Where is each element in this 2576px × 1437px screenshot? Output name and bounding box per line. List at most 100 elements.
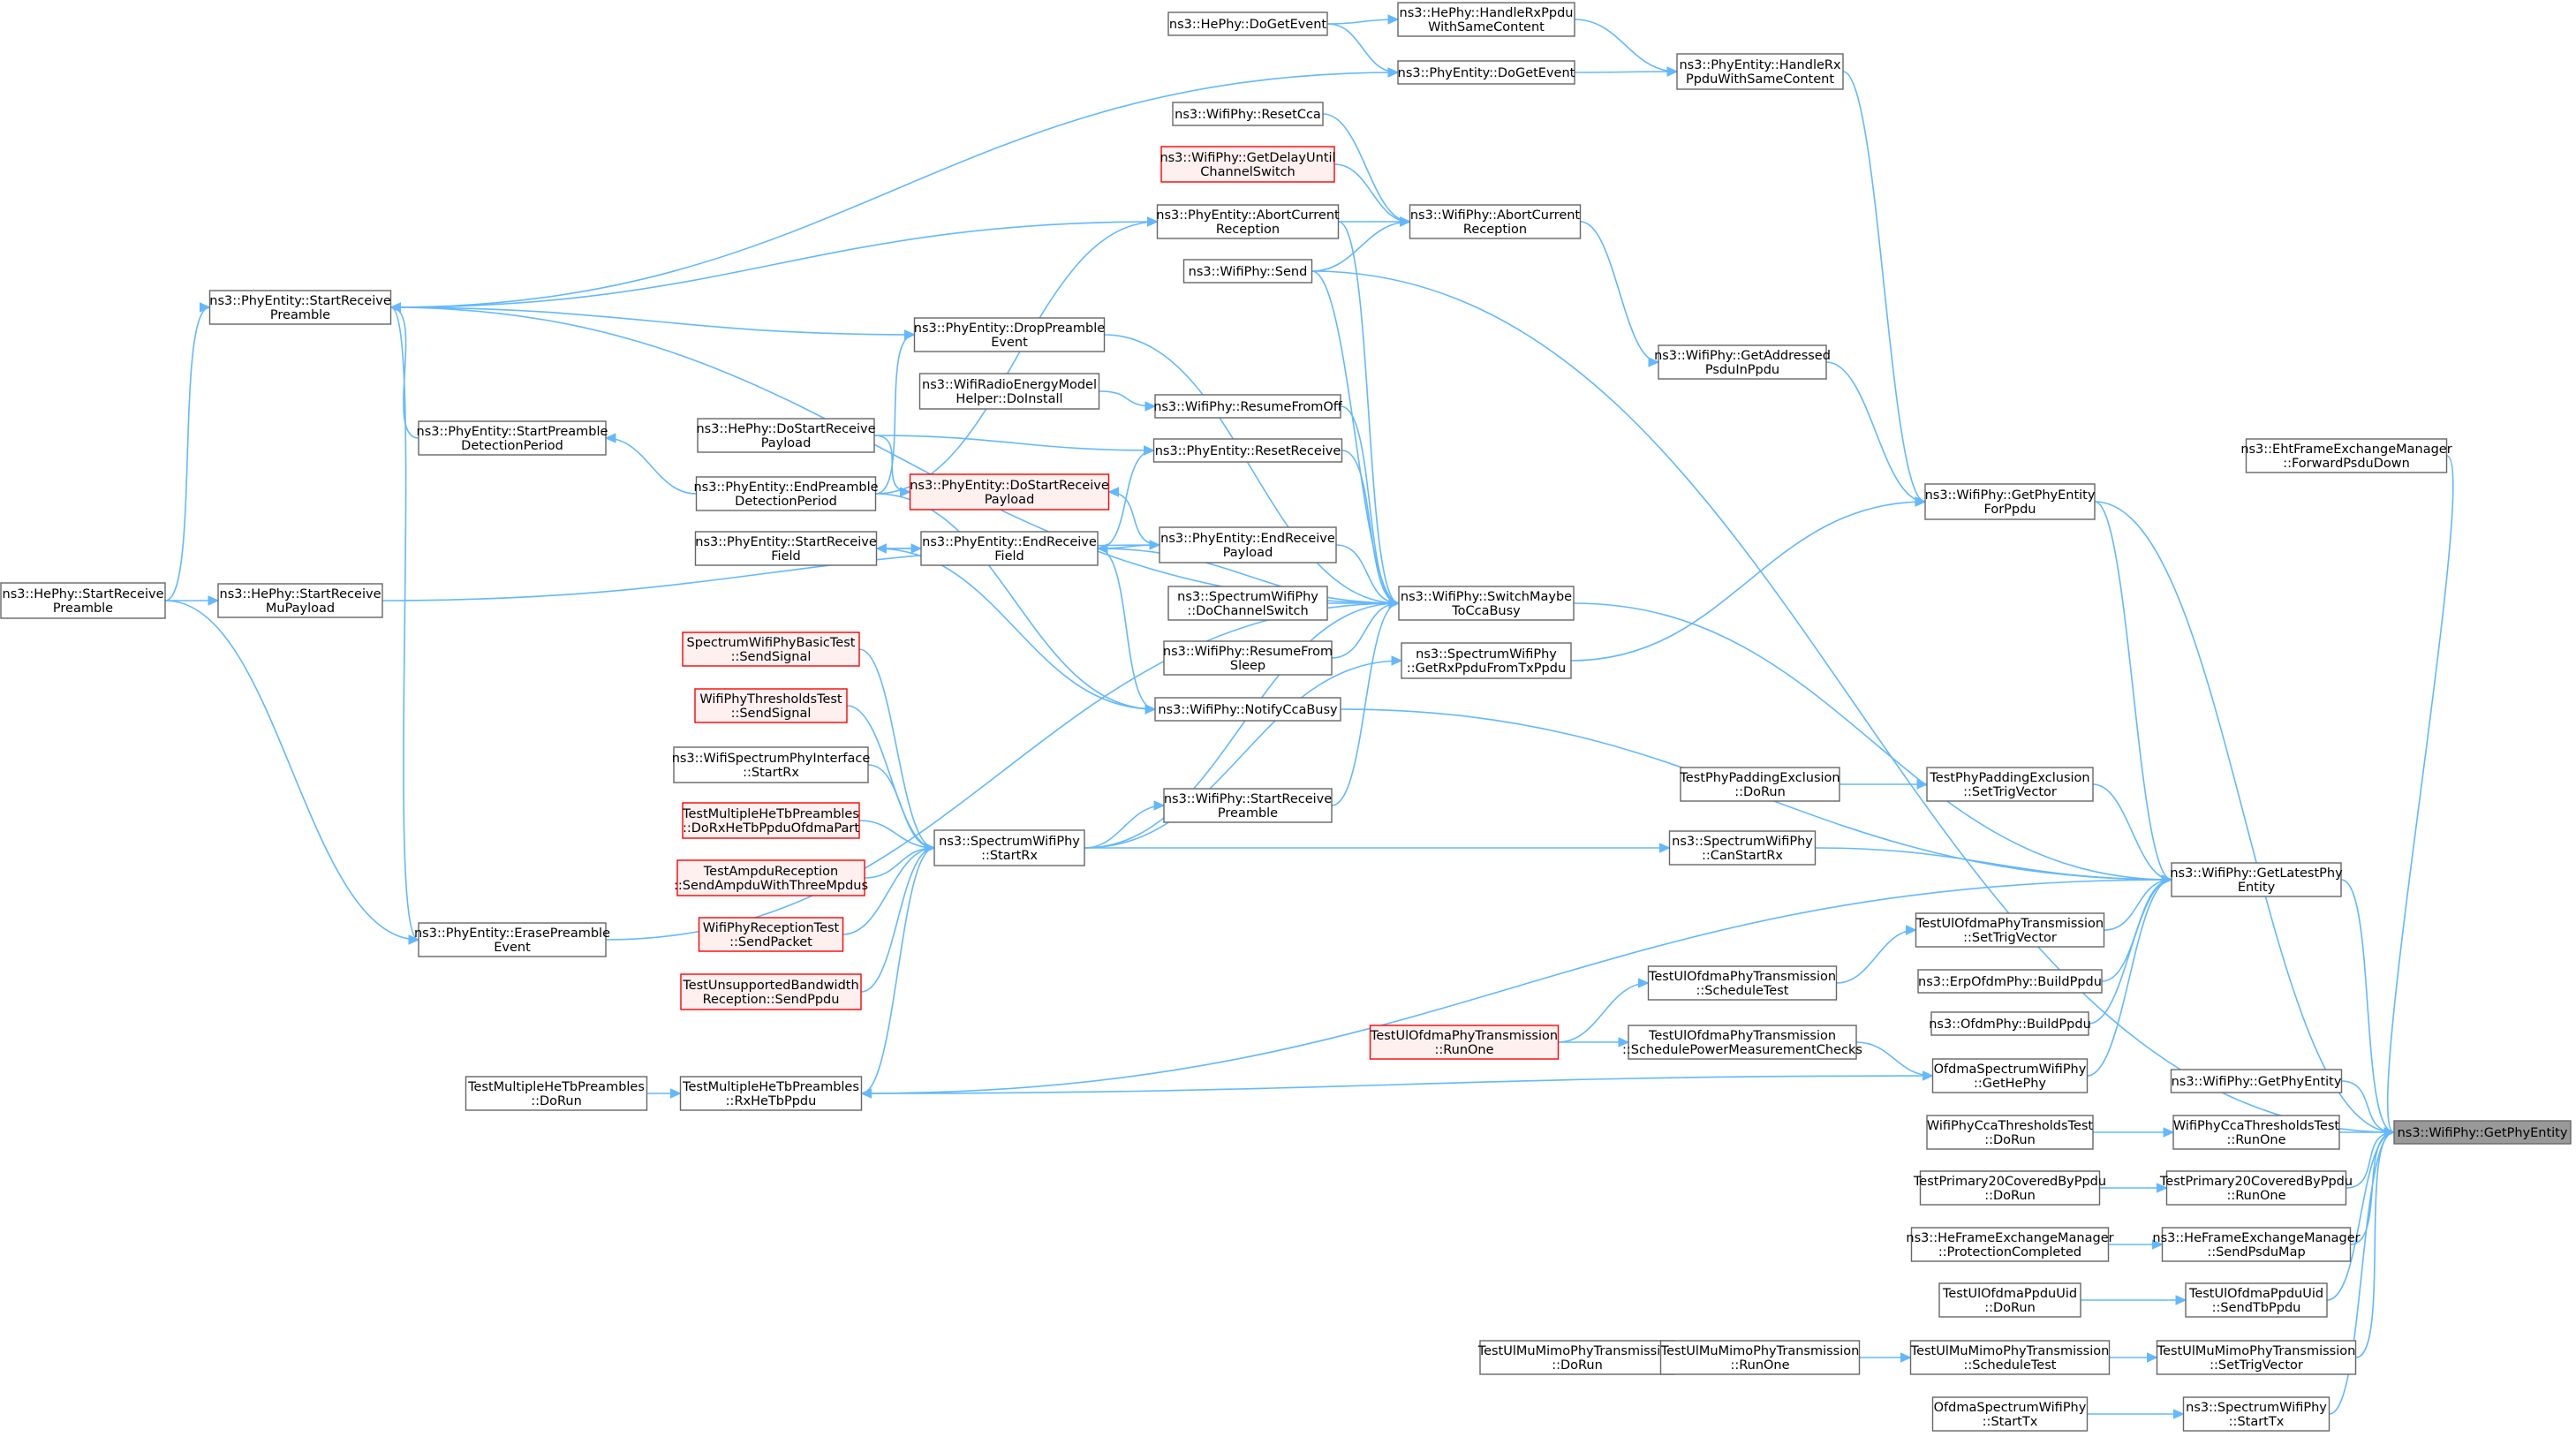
node-label: ::SendAmpduWithThreeMpdus xyxy=(674,879,868,893)
graph-node-grx[interactable]: ns3::SpectrumWifiPhy::GetRxPpduFromTxPpd… xyxy=(1401,642,1572,679)
graph-node-sbt[interactable]: SpectrumWifiPhyBasicTest::SendSignal xyxy=(682,632,860,667)
edge-spd-to-psr xyxy=(390,306,419,439)
node-label: OfdmaSpectrumWifiPhy xyxy=(1934,1401,2087,1415)
graph-node-hdg[interactable]: ns3::HePhy::DoGetEvent xyxy=(1167,11,1328,36)
edge-uost-to-glp xyxy=(2104,879,2172,931)
graph-node-efp[interactable]: ns3::EhtFrameExchangeManager::ForwardPsd… xyxy=(2240,438,2452,473)
graph-node-tmho[interactable]: TestMultipleHeTbPreambles::DoRxHeTbPpduO… xyxy=(682,802,860,839)
node-box xyxy=(697,418,875,453)
edge-glp-to-sel xyxy=(2340,879,2395,1133)
edge-tmho-to-ssr xyxy=(858,820,935,849)
arrowhead-wac-to-gap xyxy=(1648,357,1660,367)
graph-node-tpdr[interactable]: TestPhyPaddingExclusion::DoRun xyxy=(1679,767,1840,802)
graph-node-sel[interactable]: ns3::WifiPhy::GetPhyEntity xyxy=(2393,1120,2572,1145)
graph-node-rfo[interactable]: ns3::WifiPhy::ResumeFromOff xyxy=(1153,394,1343,419)
graph-node-wgpe[interactable]: ns3::WifiPhy::GetPhyEntity xyxy=(2170,1069,2343,1093)
graph-node-umro[interactable]: TestUlMuMimoPhyTransmission::RunOne xyxy=(1660,1340,1861,1375)
node-label: ns3::EhtFrameExchangeManager xyxy=(2240,442,2451,457)
graph-node-snd[interactable]: ns3::WifiPhy::Send xyxy=(1182,259,1313,284)
graph-node-scsr[interactable]: ns3::SpectrumWifiPhy::CanStartRx xyxy=(1668,830,1817,866)
graph-node-uost[interactable]: TestUlOfdmaPhyTransmission::SetTrigVecto… xyxy=(1915,912,2105,948)
graph-node-p20o[interactable]: TestPrimary20CoveredByPpdu::RunOne xyxy=(2159,1170,2353,1206)
graph-node-cctd[interactable]: WifiPhyCcaThresholdsTest::DoRun xyxy=(1926,1115,2094,1150)
graph-node-umsc[interactable]: TestUlMuMimoPhyTransmission::ScheduleTes… xyxy=(1910,1340,2111,1375)
graph-node-umdr[interactable]: TestUlMuMimoPhyTransmission::DoRun xyxy=(1477,1340,1677,1375)
node-label: ::RunOne xyxy=(1730,1358,1789,1373)
arrowhead-p20d-to-p20o xyxy=(2157,1183,2168,1193)
graph-node-sdcs[interactable]: ns3::SpectrumWifiPhy::DoChannelSwitch xyxy=(1167,586,1328,621)
graph-node-sstx[interactable]: ns3::SpectrumWifiPhy::StartTx xyxy=(2182,1396,2330,1432)
edge-epd-to-dpe xyxy=(875,334,915,495)
graph-node-uoro[interactable]: TestUlOfdmaPhyTransmission::RunOne xyxy=(1369,1025,1560,1060)
node-label: MuPayload xyxy=(266,601,335,616)
graph-node-wrem[interactable]: ns3::WifiRadioEnergyModelHelper::DoInsta… xyxy=(918,373,1100,410)
graph-node-prr[interactable]: ns3::PhyEntity::ResetReceive xyxy=(1152,438,1343,463)
graph-node-wtt[interactable]: WifiPhyThresholdsTest::SendSignal xyxy=(694,688,848,723)
node-label: ns3::WifiPhy::SwitchMaybe xyxy=(1401,590,1572,604)
edge-wsrp-to-smb xyxy=(1331,602,1400,806)
graph-node-spd[interactable]: ns3::PhyEntity::StartPreambleDetectionPe… xyxy=(417,420,608,456)
graph-node-phr[interactable]: ns3::PhyEntity::HandleRxPpduWithSameCont… xyxy=(1676,53,1844,90)
arrowhead-uopd-to-uopt xyxy=(2175,1295,2187,1305)
node-box xyxy=(1154,394,1341,419)
graph-node-hfpc[interactable]: ns3::HeFrameExchangeManager::ProtectionC… xyxy=(1906,1227,2114,1262)
graph-node-umst[interactable]: TestUlMuMimoPhyTransmission::SetTrigVect… xyxy=(2157,1340,2357,1375)
graph-node-hfsp[interactable]: ns3::HeFrameExchangeManager::SendPsduMap xyxy=(2152,1227,2361,1262)
graph-node-tub[interactable]: TestUnsupportedBandwidthReception::SendP… xyxy=(680,973,862,1010)
node-box xyxy=(1159,526,1337,563)
graph-node-uopt[interactable]: TestUlOfdmaPpduUid::SendTbPpdu xyxy=(2185,1282,2328,1318)
graph-node-tmhr[interactable]: TestMultipleHeTbPreambles::RxHeTbPpdu xyxy=(679,1076,863,1111)
edge-sbt-to-ssr xyxy=(858,648,935,849)
node-box xyxy=(2185,1282,2328,1318)
graph-node-uosc[interactable]: TestUlOfdmaPhyTransmission::ScheduleTest xyxy=(1647,965,1838,1001)
arrowhead-tmhr-to-ssr xyxy=(924,843,936,853)
graph-node-ssr[interactable]: ns3::SpectrumWifiPhy::StartRx xyxy=(933,829,1085,866)
graph-node-tar[interactable]: TestAmpduReception::SendAmpduWithThreeMp… xyxy=(674,859,868,896)
graph-node-epd[interactable]: ns3::PhyEntity::EndPreambleDetectionPeri… xyxy=(693,476,879,511)
graph-node-wrt[interactable]: WifiPhyReceptionTest::SendPacket xyxy=(698,917,844,952)
arrowhead-psr-to-pdg xyxy=(1387,67,1400,78)
graph-node-p20d[interactable]: TestPrimary20CoveredByPpdu::DoRun xyxy=(1913,1170,2106,1206)
graph-node-obp[interactable]: ns3::OfdmPhy::BuildPpdu xyxy=(1929,1011,2091,1036)
node-box xyxy=(2165,1170,2347,1206)
graph-node-tpst[interactable]: TestPhyPaddingExclusion::SetTrigVector xyxy=(1926,767,2094,802)
graph-node-rcc[interactable]: ns3::WifiPhy::ResetCca xyxy=(1172,102,1324,126)
graph-node-uosp[interactable]: TestUlOfdmaPhyTransmission::SchedulePowe… xyxy=(1622,1025,1862,1060)
graph-node-ccto[interactable]: WifiPhyCcaThresholdsTest::RunOne xyxy=(2172,1115,2340,1150)
graph-node-uopd[interactable]: TestUlOfdmaPpduUid::DoRun xyxy=(1938,1282,2081,1318)
node-label: Helper::DoInstall xyxy=(956,392,1062,406)
arrowhead-osgh-to-tmhr xyxy=(860,1088,872,1099)
graph-node-pdg[interactable]: ns3::PhyEntity::DoGetEvent xyxy=(1397,60,1575,85)
graph-node-ncb[interactable]: ns3::WifiPhy::NotifyCcaBusy xyxy=(1154,697,1341,722)
graph-node-wspi[interactable]: ns3::WifiSpectrumPhyInterface::StartRx xyxy=(672,746,871,783)
graph-node-osgh[interactable]: OfdmaSpectrumWifiPhy::GetHePhy xyxy=(1931,1058,2089,1093)
node-label: ns3::SpectrumWifiPhy xyxy=(939,835,1080,849)
edge-epe-to-psr xyxy=(390,306,419,941)
node-label: ns3::SpectrumWifiPhy xyxy=(2186,1401,2327,1415)
graph-node-eobp[interactable]: ns3::ErpOfdmPhy::BuildPpdu xyxy=(1917,969,2103,994)
graph-node-osst[interactable]: OfdmaSpectrumWifiPhy::StartTx xyxy=(1931,1396,2089,1432)
graph-node-tmhd[interactable]: TestMultipleHeTbPreambles::DoRun xyxy=(465,1076,648,1111)
node-label: ns3::PhyEntity::EndReceive xyxy=(1160,532,1335,546)
node-label: ns3::PhyEntity::DoStartReceive xyxy=(910,479,1109,493)
